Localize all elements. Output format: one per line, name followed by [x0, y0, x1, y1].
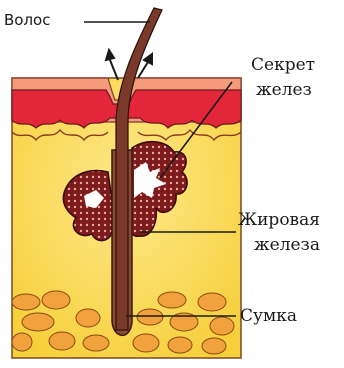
gland-label-line1: Жировая	[238, 210, 320, 231]
secretion-label-line1: Секрет	[251, 55, 315, 76]
follicle-label: Сумка	[240, 306, 297, 327]
hair-label: Волос	[4, 10, 50, 31]
gland-label-line2: железа	[254, 235, 320, 256]
secretion-label-line2: желез	[256, 80, 312, 101]
